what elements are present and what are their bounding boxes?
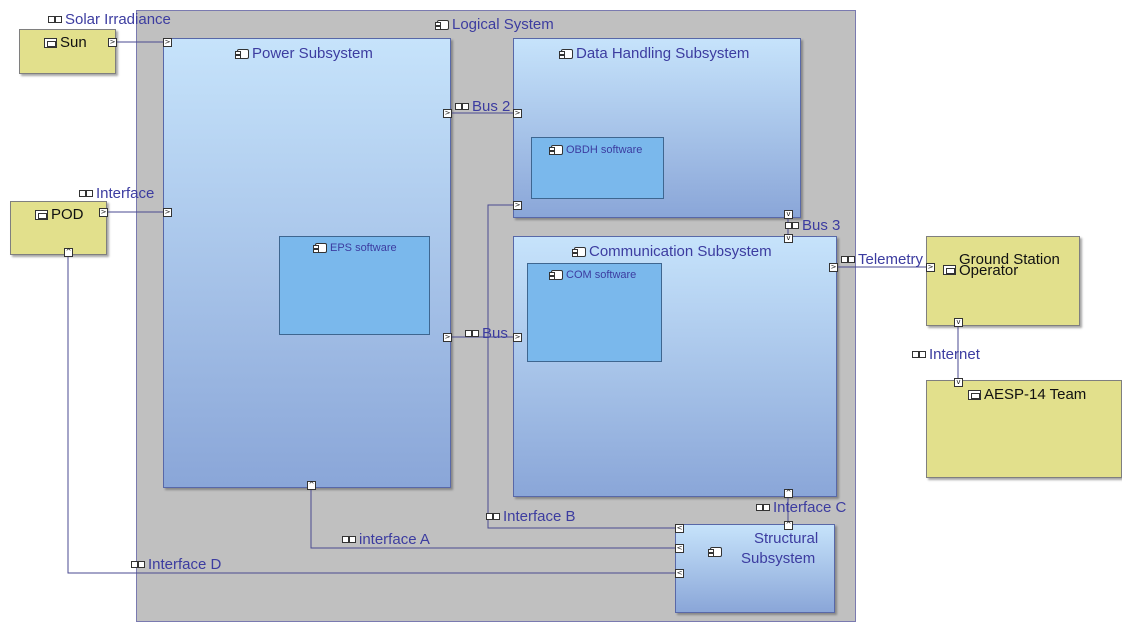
port-icon[interactable]: v (954, 318, 963, 327)
component-icon (559, 48, 573, 59)
actor-ground-station-operator[interactable] (926, 236, 1080, 326)
port-icon[interactable]: > (513, 333, 522, 342)
port-icon[interactable]: > (99, 208, 108, 217)
structural-subsystem-label-line1: Structural (754, 530, 819, 547)
obdh-software-label: OBDH software (549, 144, 642, 156)
port-icon[interactable]: > (163, 38, 172, 47)
port-icon[interactable]: > (163, 208, 172, 217)
eps-software-label: EPS software (313, 242, 397, 254)
eps-software-block[interactable] (279, 236, 430, 335)
link-interface-d-label: Interface D (131, 556, 221, 573)
actor-aesp-team-label: AESP-14 Team (968, 386, 1086, 403)
port-icon[interactable]: > (513, 109, 522, 118)
structural-subsystem[interactable] (675, 524, 835, 613)
link-icon (342, 535, 356, 544)
link-internet-label: Internet (912, 346, 980, 363)
port-icon[interactable]: ^ (307, 481, 316, 490)
part-icon (968, 389, 981, 400)
communication-subsystem-label: Communication Subsystem (572, 243, 772, 260)
link-interface-a-label: interface A (342, 531, 430, 548)
actor-sun-label: Sun (44, 34, 87, 51)
link-icon (455, 102, 469, 111)
port-icon[interactable]: < (675, 524, 684, 533)
component-icon (313, 243, 327, 253)
port-icon[interactable]: > (108, 38, 117, 47)
port-icon[interactable]: > (443, 109, 452, 118)
link-icon (756, 503, 770, 512)
link-icon (841, 255, 855, 264)
link-interface-c-label: Interface C (756, 499, 846, 516)
logical-system-label: Logical System (435, 16, 554, 33)
link-icon (48, 15, 62, 24)
port-icon[interactable]: > (513, 201, 522, 210)
link-bus2-label: Bus 2 (455, 98, 510, 115)
link-telemetry-label: Telemetry (841, 251, 923, 268)
data-handling-subsystem-label: Data Handling Subsystem (559, 45, 749, 62)
link-icon (912, 350, 926, 359)
structural-subsystem-label-line2: Subsystem (708, 546, 815, 567)
component-icon (708, 546, 722, 557)
link-icon (79, 189, 93, 198)
link-solar-irradiance-label: Solar Irradiance (48, 11, 171, 28)
obdh-software-block[interactable] (531, 137, 664, 199)
link-interface-b-label: Interface B (486, 508, 576, 525)
power-subsystem-label: Power Subsystem (235, 45, 373, 62)
actor-pod[interactable] (10, 201, 107, 255)
component-icon (549, 270, 563, 280)
actor-ground-station-label-line2: Operator (959, 262, 1019, 279)
port-icon[interactable]: ^ (784, 489, 793, 498)
port-icon[interactable]: v (784, 234, 793, 243)
actor-sun[interactable] (19, 29, 116, 74)
link-icon (465, 329, 479, 338)
part-icon (943, 265, 956, 275)
component-icon (572, 246, 586, 257)
link-icon (486, 512, 500, 521)
port-icon[interactable]: > (829, 263, 838, 272)
component-icon (549, 145, 563, 155)
link-bus-label: Bus (465, 325, 508, 342)
port-icon[interactable]: ^ (784, 521, 793, 530)
link-icon (785, 221, 799, 230)
port-icon[interactable]: v (954, 378, 963, 387)
part-icon (35, 209, 48, 220)
actor-aesp-team[interactable] (926, 380, 1122, 478)
port-icon[interactable]: < (675, 544, 684, 553)
link-icon (131, 560, 145, 569)
port-icon[interactable]: ^ (64, 248, 73, 257)
port-icon[interactable]: < (675, 569, 684, 578)
actor-pod-label: POD (35, 206, 84, 223)
port-icon[interactable]: > (926, 263, 935, 272)
port-icon[interactable]: > (443, 333, 452, 342)
component-icon (435, 19, 449, 30)
part-icon (44, 37, 57, 48)
component-icon (235, 48, 249, 59)
actor-ground-station-label-line1: Ground Station (943, 243, 1060, 275)
com-software-label: COM software (549, 269, 636, 281)
link-interface-label: Interface (79, 185, 154, 202)
link-bus3-label: Bus 3 (785, 217, 840, 234)
port-icon[interactable]: v (784, 210, 793, 219)
